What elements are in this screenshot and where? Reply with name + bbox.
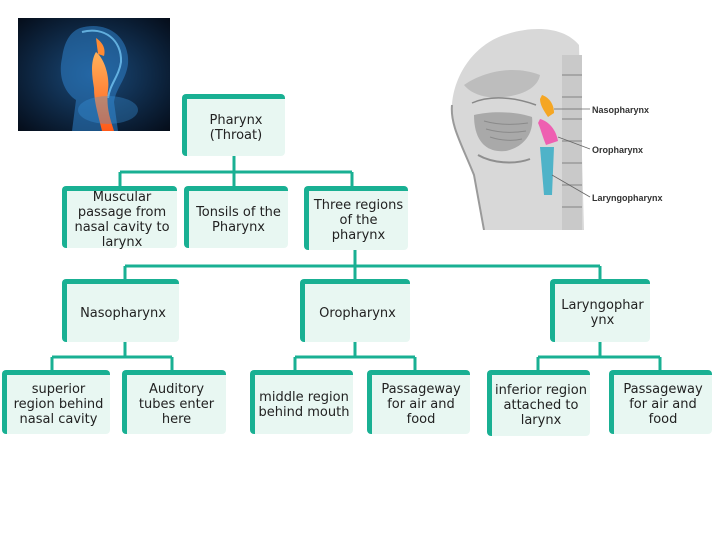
anatomy-label-nasopharynx: Nasopharynx — [592, 105, 649, 115]
node-three-regions: Three regions of the pharynx — [304, 186, 408, 250]
node-label: Muscular passage from nasal cavity to la… — [74, 189, 170, 250]
anatomy-label-oropharynx: Oropharynx — [592, 145, 643, 155]
node-label: Auditory tubes enter here — [138, 382, 215, 427]
node-label: middle region behind mouth — [258, 389, 350, 420]
node-muscular-passage: Muscular passage from nasal cavity to la… — [62, 186, 177, 250]
node-pharynx-root: Pharynx (Throat) — [182, 94, 285, 156]
node-label: Pharynx (Throat) — [209, 112, 263, 143]
pharynx-anatomy-image: Nasopharynx Oropharynx Laryngopharynx — [444, 25, 684, 230]
node-label: Three regions of the pharynx — [313, 198, 404, 243]
node-superior-region: superior region behind nasal cavity — [2, 370, 110, 434]
node-tonsils: Tonsils of the Pharynx — [184, 186, 288, 248]
throat-photo — [18, 18, 170, 131]
node-oro-passageway: Passageway for air and food — [367, 370, 470, 434]
node-label: inferior region attached to larynx — [495, 383, 587, 428]
node-label: superior region behind nasal cavity — [13, 382, 104, 427]
node-oropharynx: Oropharynx — [300, 279, 410, 342]
anatomy-label-laryngopharynx: Laryngopharynx — [592, 193, 663, 203]
node-label: Nasopharynx — [80, 305, 166, 321]
node-middle-region: middle region behind mouth — [250, 370, 353, 434]
node-label: Passageway for air and food — [623, 382, 703, 427]
node-label: Tonsils of the Pharynx — [196, 204, 281, 235]
node-laryngopharynx: Laryngopharynx — [550, 279, 650, 342]
node-label: Oropharynx — [319, 305, 396, 321]
node-inferior-region: inferior region attached to larynx — [487, 370, 590, 436]
node-laryngo-passageway: Passageway for air and food — [609, 370, 712, 434]
node-label: Laryngopharynx — [561, 298, 644, 328]
node-label: Passageway for air and food — [381, 382, 461, 427]
node-auditory-tubes: Auditory tubes enter here — [122, 370, 226, 434]
node-nasopharynx: Nasopharynx — [62, 279, 179, 342]
